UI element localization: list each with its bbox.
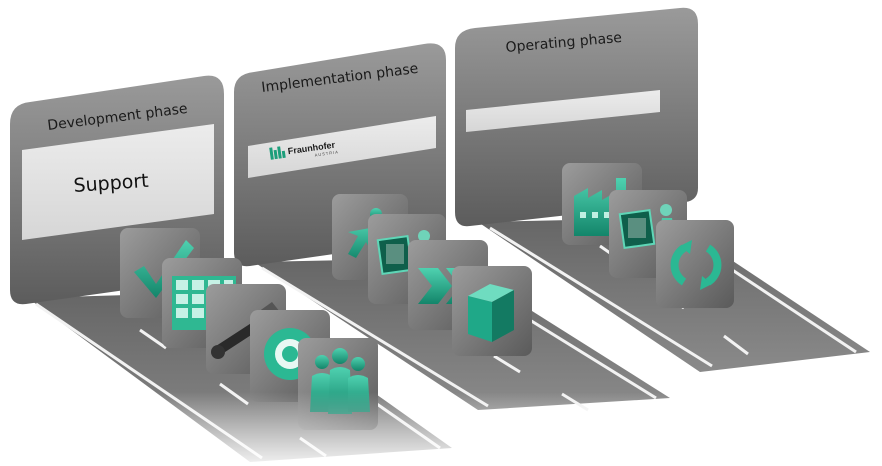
banner-development [22,124,214,240]
road-edge-operating [489,226,713,368]
support-label: Support [73,170,149,197]
banner-implementation [248,116,436,178]
tile-cube [452,266,532,356]
fraunhofer-logo: Fraunhofer AUSTRIA [269,140,339,160]
cube-icon [468,284,514,342]
phase-operating: Operating phase [455,7,870,372]
banner-operating [466,90,660,132]
checkmark-icon [134,240,194,298]
phase-development: Development phase Support [10,75,452,462]
fraunhofer-sub: AUSTRIA [314,149,339,157]
tile-refresh [656,220,734,308]
refresh-cycle-icon [670,244,722,286]
fraunhofer-mark-icon [269,146,286,160]
floor-fade [0,392,882,466]
phase-implementation: Implementation phase Fraunhofer AUSTRIA [234,43,670,412]
